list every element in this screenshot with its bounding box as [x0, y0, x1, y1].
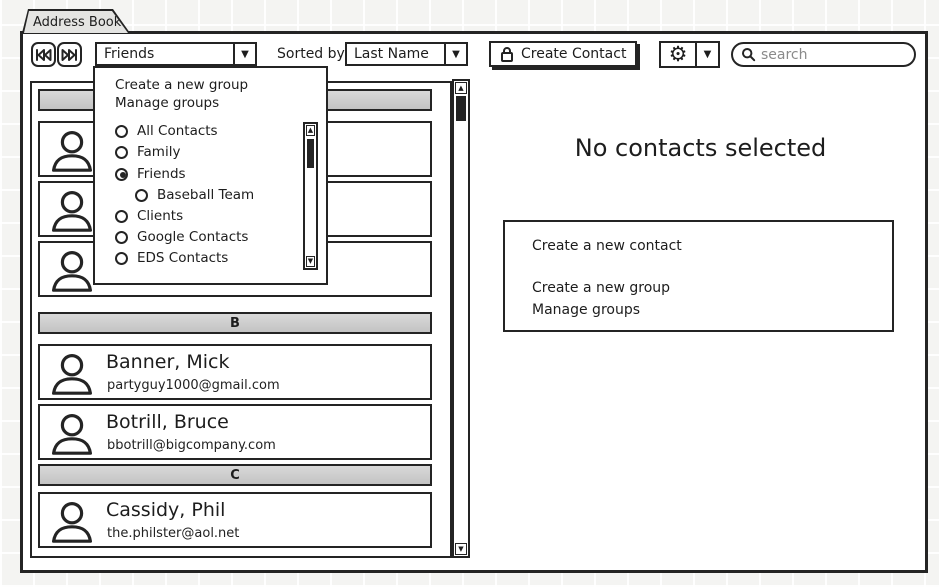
group-radio-1[interactable] — [115, 145, 128, 159]
group-selector[interactable]: Friends ▼ — [95, 42, 257, 66]
contact-email: partyguy1000@gmail.com — [107, 378, 280, 393]
chevron-down-icon[interactable]: ▼ — [233, 44, 255, 64]
group-radio-5[interactable] — [115, 230, 128, 244]
sort-selector[interactable]: Last Name ▼ — [345, 42, 468, 66]
search-icon — [742, 48, 756, 62]
tab-label: Address Book — [33, 14, 122, 30]
chevron-down-icon[interactable]: ▼ — [695, 43, 718, 66]
settings-split-button[interactable]: ⚙ ▼ — [659, 41, 720, 68]
manage-groups-link[interactable]: Manage groups — [532, 302, 641, 318]
group-selector-value: Friends — [104, 46, 155, 62]
forward-button[interactable] — [57, 42, 82, 67]
section-header-c: C — [38, 464, 432, 486]
skip-back-icon — [36, 48, 52, 61]
contact-email: the.philster@aol.net — [107, 526, 240, 541]
contact-row-cassidy-phil[interactable]: Cassidy, Phil the.philster@aol.net — [38, 492, 432, 548]
group-radio-0[interactable] — [115, 124, 128, 138]
avatar-icon — [52, 414, 92, 455]
create-new-group-link[interactable]: Create a new group — [532, 280, 671, 296]
sort-selector-value: Last Name — [354, 46, 429, 62]
chevron-down-icon[interactable]: ▼ — [444, 44, 466, 64]
group-radio-6[interactable] — [115, 251, 128, 265]
group-option-eds-contacts[interactable]: EDS Contacts — [115, 249, 228, 267]
contact-name: Botrill, Bruce — [106, 411, 229, 433]
scroll-up-icon[interactable]: ▲ — [306, 125, 315, 136]
avatar-icon — [52, 251, 92, 292]
group-option-clients[interactable]: Clients — [115, 207, 183, 225]
section-header-b: B — [38, 312, 432, 334]
scrollbar-thumb[interactable] — [307, 139, 314, 168]
group-option-all-contacts[interactable]: All Contacts — [115, 122, 218, 140]
search-box[interactable] — [731, 42, 916, 67]
group-option-google-contacts[interactable]: Google Contacts — [115, 228, 248, 246]
group-radio-3[interactable] — [135, 188, 148, 202]
gear-icon[interactable]: ⚙ — [668, 42, 688, 66]
scroll-up-icon[interactable]: ▲ — [455, 82, 467, 94]
create-contact-label: Create Contact — [521, 46, 627, 62]
contact-email: bbotrill@bigcompany.com — [107, 438, 276, 453]
contact-name: Banner, Mick — [106, 351, 230, 373]
contact-row-banner-mick[interactable]: Banner, Mick partyguy1000@gmail.com — [38, 344, 432, 400]
lock-icon — [501, 46, 513, 62]
contact-row-botrill-bruce[interactable]: Botrill, Bruce bbotrill@bigcompany.com — [38, 404, 432, 460]
menu-create-group[interactable]: Create a new group — [115, 77, 249, 93]
scrollbar-thumb[interactable] — [456, 96, 466, 121]
avatar-icon — [52, 354, 92, 395]
create-contact-button[interactable]: Create Contact — [489, 41, 638, 67]
skip-forward-icon — [61, 48, 77, 61]
avatar-icon — [52, 502, 92, 543]
search-input[interactable] — [761, 46, 901, 63]
avatar-icon — [52, 191, 92, 232]
scroll-down-icon[interactable]: ▼ — [306, 256, 315, 267]
create-new-contact-link[interactable]: Create a new contact — [532, 238, 682, 254]
contact-list-scrollbar[interactable]: ▲ ▼ — [452, 79, 470, 558]
sorted-by-label: Sorted by — [277, 46, 345, 62]
scroll-down-icon[interactable]: ▼ — [455, 543, 467, 555]
group-radio-2[interactable] — [115, 167, 128, 181]
group-option-family[interactable]: Family — [115, 143, 180, 161]
group-radio-4[interactable] — [115, 209, 128, 223]
contact-name: Cassidy, Phil — [106, 499, 226, 521]
back-button[interactable] — [31, 42, 56, 67]
menu-manage-groups[interactable]: Manage groups — [115, 95, 220, 111]
detail-actions-box: Create a new contact Create a new group … — [503, 220, 894, 332]
group-menu-scrollbar[interactable]: ▲ ▼ — [303, 122, 318, 270]
no-contacts-selected-title: No contacts selected — [574, 134, 827, 162]
group-dropdown-menu: Create a new group Manage groups All Con… — [93, 66, 328, 285]
tab-address-book[interactable]: Address Book — [22, 9, 130, 33]
group-option-friends[interactable]: Friends — [115, 165, 186, 183]
group-option-baseball-team[interactable]: Baseball Team — [135, 186, 254, 204]
avatar-icon — [52, 131, 92, 172]
